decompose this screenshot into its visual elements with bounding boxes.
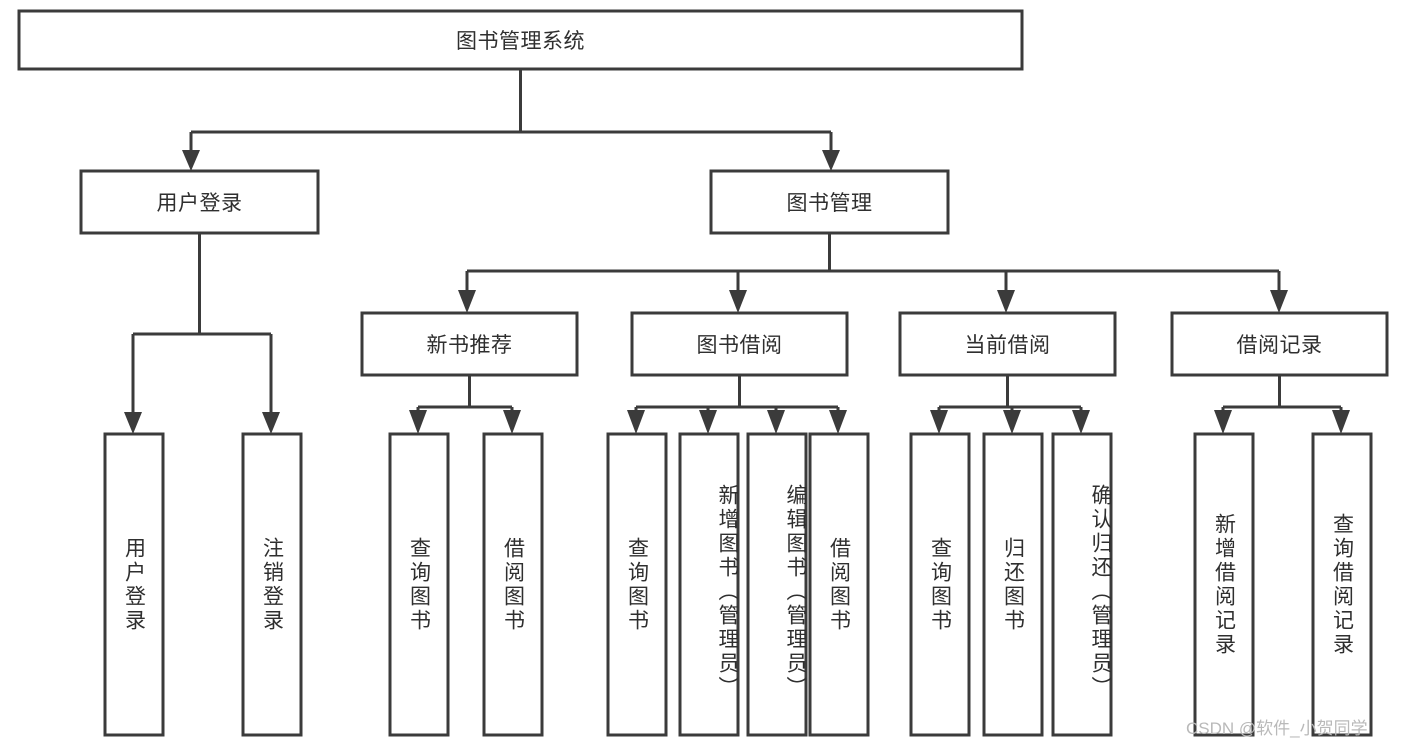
arrowhead-record-child-1 [1214, 410, 1232, 434]
arrowhead-borrow-record [1270, 290, 1288, 313]
node-box-leaf-user-login-1[interactable] [103, 432, 165, 737]
arrowhead-new-book-recommend [458, 290, 476, 313]
node-box-book-borrow[interactable] [630, 311, 849, 377]
arrowhead-borrow-child-2 [699, 410, 717, 434]
node-box-leaf-user-login-2[interactable] [241, 432, 303, 737]
node-box-book-management[interactable] [709, 169, 950, 235]
arrowhead-user-login [182, 150, 200, 171]
arrowhead-current-borrow [997, 290, 1015, 313]
node-box-current-borrow[interactable] [898, 311, 1117, 377]
node-box-root[interactable] [17, 9, 1024, 71]
node-box-borrow-record[interactable] [1170, 311, 1389, 377]
arrowhead-borrow-child-4 [829, 410, 847, 434]
node-box-new-book-recommend[interactable] [360, 311, 579, 377]
arrowhead-current-child-2 [1003, 410, 1021, 434]
node-box-leaf-borrow-2[interactable] [678, 432, 740, 737]
node-box-leaf-borrow-4[interactable] [808, 432, 870, 737]
arrowhead-leaf-user-login-2 [262, 412, 280, 434]
node-box-leaf-recommend-1[interactable] [388, 432, 450, 737]
node-box-leaf-record-1[interactable] [1193, 432, 1255, 737]
arrowhead-borrow-child-3 [767, 410, 785, 434]
node-box-leaf-current-2[interactable] [982, 432, 1044, 737]
arrowhead-leaf-user-login-1 [124, 412, 142, 434]
arrowhead-recommend-child-1 [409, 410, 427, 434]
node-box-leaf-borrow-3[interactable] [746, 432, 808, 737]
arrowhead-current-child-1 [930, 410, 948, 434]
arrowhead-borrow-child-1 [627, 410, 645, 434]
node-box-leaf-recommend-2[interactable] [482, 432, 544, 737]
node-box-leaf-current-1[interactable] [909, 432, 971, 737]
node-box-leaf-borrow-1[interactable] [606, 432, 668, 737]
node-box-leaf-current-3[interactable] [1051, 432, 1113, 737]
arrowhead-recommend-child-2 [503, 410, 521, 434]
arrowhead-record-child-2 [1332, 410, 1350, 434]
node-box-leaf-record-2[interactable] [1311, 432, 1373, 737]
arrowhead-current-child-3 [1072, 410, 1090, 434]
arrowhead-book-mgmt [822, 150, 840, 171]
node-box-user-login[interactable] [79, 169, 320, 235]
arrowhead-book-borrow [729, 290, 747, 313]
